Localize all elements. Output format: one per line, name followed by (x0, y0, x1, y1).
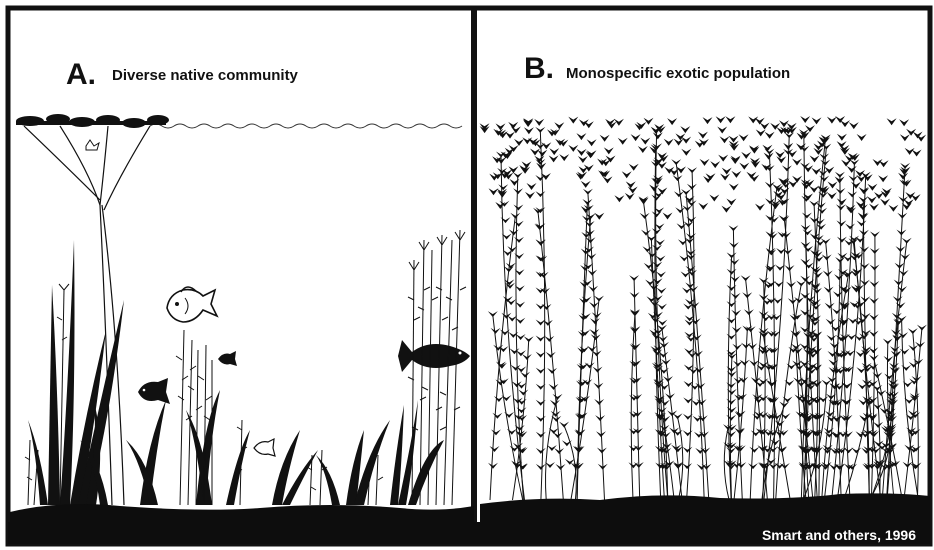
panel-b-title: Monospecific exotic population (566, 65, 790, 82)
credit-text: Smart and others, 1996 (762, 527, 916, 543)
panel-a-title: Diverse native community (112, 67, 299, 84)
figure-border (8, 8, 930, 544)
panel-a-letter: A. (66, 58, 96, 91)
panel-b-letter: B. (524, 52, 554, 85)
